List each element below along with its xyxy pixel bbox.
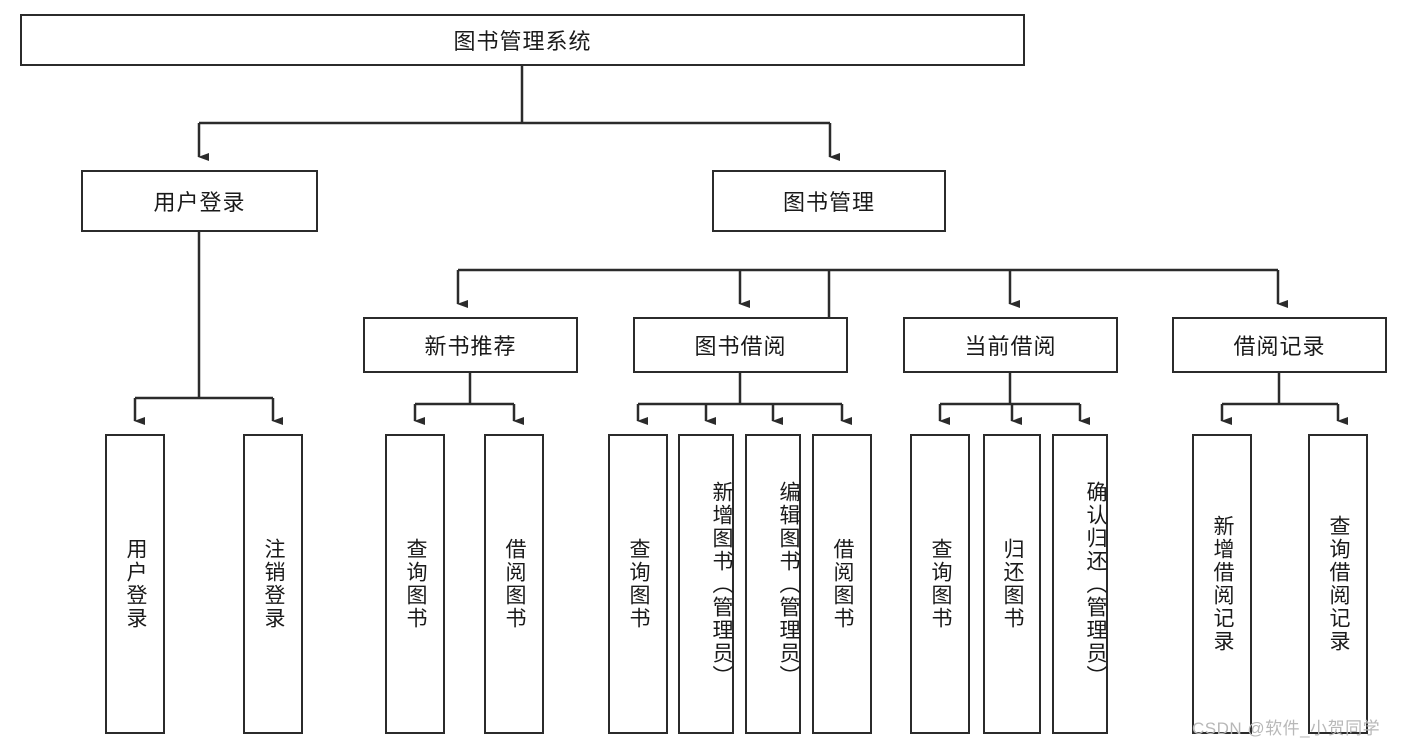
node-leaf-user-login[interactable]: 用户登录: [105, 434, 165, 734]
node-leaf-query-record[interactable]: 查询借阅记录: [1308, 434, 1368, 734]
node-leaf-borrow-book-2[interactable]: 借阅图书: [812, 434, 872, 734]
node-leaf-add-book[interactable]: 新增图书（管理员）: [678, 434, 734, 734]
node-leaf-borrow-book-1[interactable]: 借阅图书: [484, 434, 544, 734]
node-root[interactable]: 图书管理系统: [20, 14, 1025, 66]
node-leaf-return-book[interactable]: 归还图书: [983, 434, 1041, 734]
watermark-text: CSDN @软件_小贺同学: [1192, 719, 1381, 738]
node-leaf-query-book-2[interactable]: 查询图书: [608, 434, 668, 734]
node-book-manage[interactable]: 图书管理: [712, 170, 946, 232]
node-current-borrow[interactable]: 当前借阅: [903, 317, 1118, 373]
node-new-book-recommend[interactable]: 新书推荐: [363, 317, 578, 373]
node-user-login[interactable]: 用户登录: [81, 170, 318, 232]
node-book-borrow[interactable]: 图书借阅: [633, 317, 848, 373]
node-leaf-logout[interactable]: 注销登录: [243, 434, 303, 734]
node-leaf-add-record[interactable]: 新增借阅记录: [1192, 434, 1252, 734]
node-leaf-edit-book[interactable]: 编辑图书（管理员）: [745, 434, 801, 734]
node-leaf-confirm-return[interactable]: 确认归还（管理员）: [1052, 434, 1108, 734]
node-leaf-query-book-3[interactable]: 查询图书: [910, 434, 970, 734]
node-leaf-query-book-1[interactable]: 查询图书: [385, 434, 445, 734]
node-borrow-record[interactable]: 借阅记录: [1172, 317, 1387, 373]
